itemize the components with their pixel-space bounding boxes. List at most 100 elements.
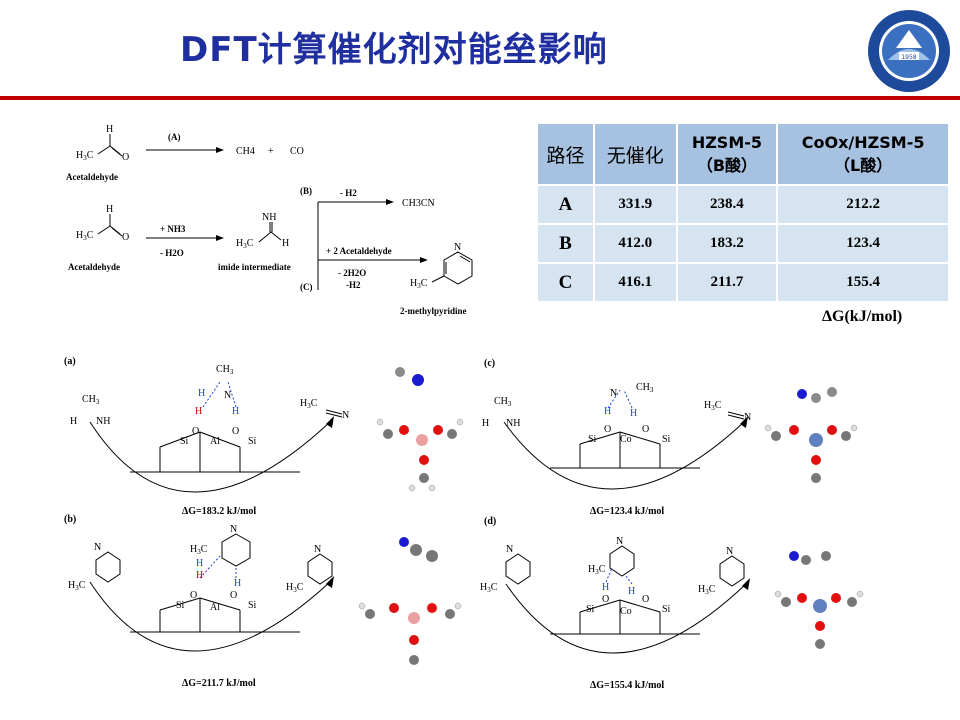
svg-text:H: H — [232, 406, 239, 417]
row-path: B — [536, 223, 595, 264]
svg-text:O: O — [230, 590, 237, 601]
svg-text:N: N — [726, 546, 733, 557]
table-cell: 331.9 — [592, 184, 678, 225]
table-row: B 412.0 183.2 123.4 — [536, 223, 950, 264]
table-cell: 412.0 — [592, 223, 678, 264]
reaction-scheme: H H3C O H H3C O NH H3C H N H3C Acetaldeh… — [66, 124, 473, 316]
svg-text:H: H — [196, 558, 203, 569]
svg-text:H: H — [234, 578, 241, 589]
svg-text:CH3: CH3 — [216, 364, 234, 376]
svg-text:O: O — [122, 232, 129, 243]
methylpyridine-label: 2-methylpyridine — [400, 306, 467, 316]
svg-text:H3C: H3C — [286, 582, 304, 594]
table-cell: 238.4 — [675, 184, 779, 225]
header-coox: CoOx/HZSM-5（L酸） — [776, 122, 950, 186]
table-cell: 183.2 — [675, 223, 779, 264]
svg-text:Al: Al — [210, 602, 220, 613]
panel-b-label: (b) — [64, 514, 77, 525]
svg-text:Al: Al — [210, 436, 220, 447]
reagent-h2o: - H2O — [160, 248, 184, 258]
svg-text:H: H — [482, 418, 489, 429]
reagent-nh3: + NH3 — [160, 224, 186, 234]
svg-text:O: O — [602, 594, 609, 605]
svg-text:O: O — [642, 424, 649, 435]
panel-c-label: (c) — [484, 358, 496, 369]
svg-text:Co: Co — [620, 606, 632, 617]
svg-text:O: O — [642, 594, 649, 605]
acetaldehyde-label-2: Acetaldehyde — [68, 262, 120, 272]
svg-text:H: H — [196, 570, 203, 581]
svg-text:N: N — [610, 388, 617, 399]
svg-text:H3C: H3C — [300, 398, 318, 410]
svg-text:H3C: H3C — [410, 278, 428, 290]
product-ch3cn: CH3CN — [402, 198, 435, 209]
svg-text:H: H — [282, 238, 289, 249]
table-cell: 155.4 — [776, 262, 950, 303]
svg-text:Si: Si — [662, 434, 671, 445]
molecular-model-b — [358, 537, 462, 665]
panel-b-dg: ΔG=211.7 kJ/mol — [182, 678, 256, 689]
row-path: C — [536, 262, 595, 303]
molecular-model-c — [764, 387, 858, 483]
acetaldehyde-label-1: Acetaldehyde — [66, 172, 118, 182]
table-cell: 123.4 — [776, 223, 950, 264]
table-cell: 212.2 — [776, 184, 950, 225]
reagent-h2-b: -H2 — [346, 280, 361, 290]
panel-d-label: (d) — [484, 516, 497, 527]
svg-text:O: O — [122, 152, 129, 163]
path-b-label: (B) — [300, 186, 312, 196]
svg-text:H3C: H3C — [68, 580, 86, 592]
table-header-row: 路径 无催化 HZSM-5（B酸） CoOx/HZSM-5（L酸） — [536, 122, 950, 186]
panel-a-dg: ΔG=183.2 kJ/mol — [182, 506, 257, 517]
svg-text:N: N — [454, 242, 461, 253]
svg-text:N: N — [616, 536, 623, 547]
svg-text:O: O — [232, 426, 239, 437]
svg-text:H3C: H3C — [480, 582, 498, 594]
svg-text:CH3: CH3 — [82, 394, 100, 406]
svg-text:H3C: H3C — [190, 544, 208, 556]
title-divider — [0, 96, 960, 100]
svg-text:H: H — [604, 406, 611, 417]
reagent-h2: - H2 — [340, 188, 357, 198]
panel-a-label: (a) — [64, 356, 76, 367]
row-path: A — [536, 184, 595, 225]
svg-text:O: O — [190, 590, 197, 601]
table-row: C 416.1 211.7 155.4 — [536, 262, 950, 303]
table-unit: ΔG(kJ/mol) — [822, 308, 903, 325]
path-a-label: (A) — [168, 132, 181, 142]
table-cell: 416.1 — [592, 262, 678, 303]
svg-text:Co: Co — [620, 434, 632, 445]
product-ch4: CH4 — [236, 146, 255, 157]
svg-text:N: N — [506, 544, 513, 555]
header-hzsm5: HZSM-5（B酸） — [675, 122, 779, 186]
svg-text:H3C: H3C — [76, 150, 94, 162]
svg-text:H3C: H3C — [76, 230, 94, 242]
reagent-2h2o: - 2H2O — [338, 268, 366, 278]
svg-text:CH3: CH3 — [636, 382, 654, 394]
svg-text:Si: Si — [662, 604, 671, 615]
molecular-model-d — [774, 551, 864, 649]
svg-text:H: H — [628, 586, 635, 597]
svg-text:H: H — [195, 406, 202, 417]
product-plus: + — [268, 146, 274, 157]
svg-text:Si: Si — [248, 600, 257, 611]
svg-text:Si: Si — [588, 434, 597, 445]
energy-barrier-table: 路径 无催化 HZSM-5（B酸） CoOx/HZSM-5（L酸） A 331.… — [536, 122, 950, 303]
table-row: A 331.9 238.4 212.2 — [536, 184, 950, 225]
svg-text:Si: Si — [586, 604, 595, 615]
svg-text:1958: 1958 — [901, 54, 916, 61]
svg-text:H: H — [602, 582, 609, 593]
svg-text:N: N — [314, 544, 321, 555]
panel-c-dg: ΔG=123.4 kJ/mol — [590, 506, 665, 517]
svg-text:N: N — [342, 410, 349, 421]
path-c-label: (C) — [300, 282, 313, 292]
svg-text:Si: Si — [176, 600, 185, 611]
svg-text:N: N — [224, 390, 231, 401]
page-title: DFT计算催化剂对能垒影响 — [180, 30, 608, 70]
svg-text:H3C: H3C — [588, 564, 606, 576]
svg-text:N: N — [230, 524, 237, 535]
svg-text:H3C: H3C — [236, 238, 254, 250]
